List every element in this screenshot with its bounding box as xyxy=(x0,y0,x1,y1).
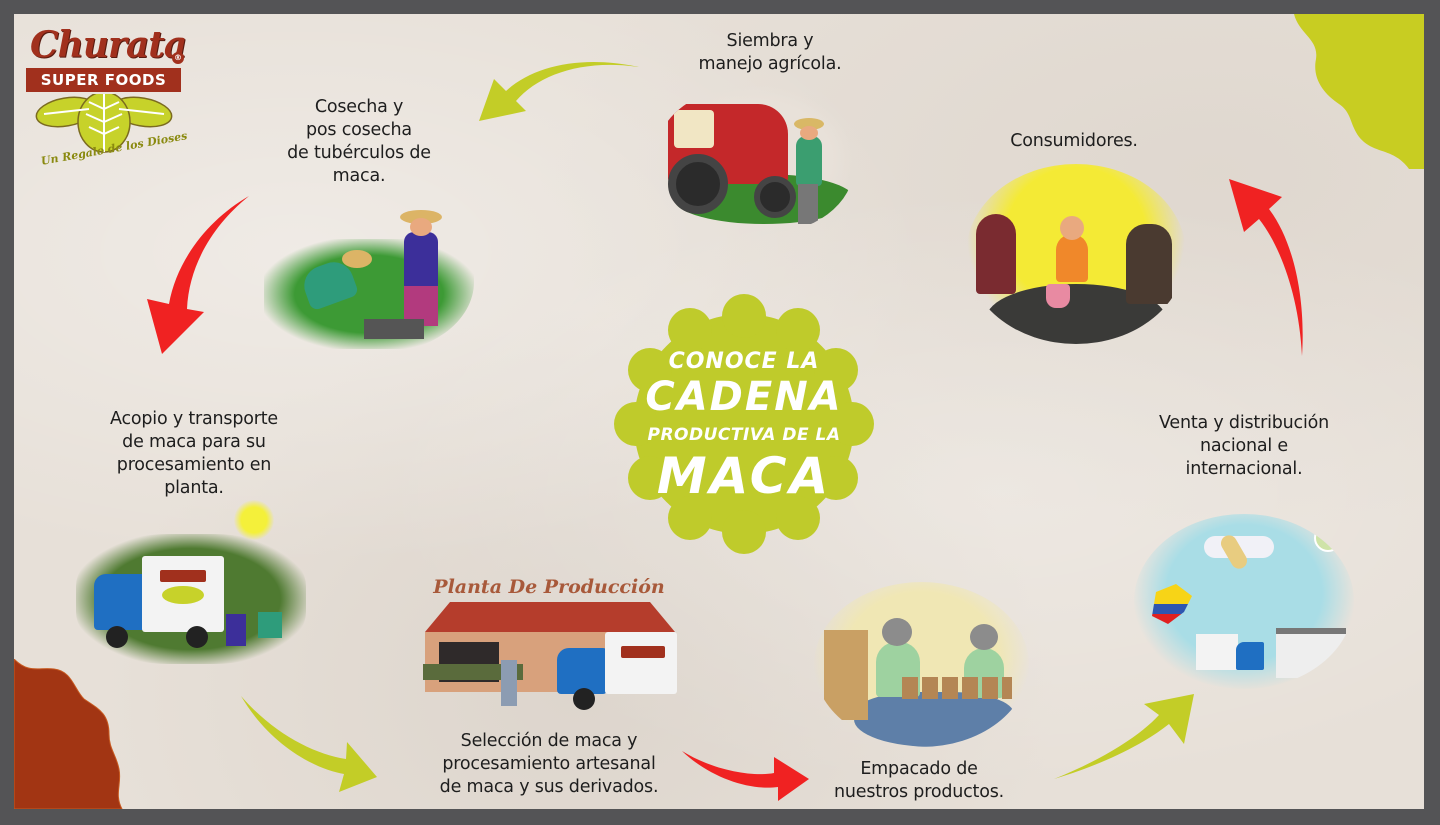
step-text-line: Empacado de xyxy=(860,759,978,779)
step-text-line: de tubérculos de xyxy=(287,143,431,163)
brand-logo: Churata ® SUPER FOODS Un Regalo de los D… xyxy=(26,24,196,174)
scene-production-plant xyxy=(409,602,689,712)
scene-truck-field xyxy=(76,534,306,664)
arrow-acopio-to-seleccion xyxy=(241,696,377,792)
title-line-3: PRODUCTIVA DE LA xyxy=(647,425,841,445)
center-title-badge: CONOCE LA CADENA PRODUCTIVA DE LA MACA xyxy=(614,294,874,554)
title-line-4: MACA xyxy=(656,447,832,505)
step-text-line: pos cosecha xyxy=(306,120,412,140)
title-line-2: CADENA xyxy=(645,374,843,420)
step-text-line: Siembra y xyxy=(726,31,814,51)
boxes-icon xyxy=(824,630,868,720)
arrow-empacado-to-venta xyxy=(1054,694,1194,779)
step-text-line: internacional. xyxy=(1185,459,1303,479)
truck-icon xyxy=(557,648,607,694)
step-text-line: procesamiento en xyxy=(116,455,272,475)
arrow-siembra-to-cosecha xyxy=(479,61,639,121)
step-text-line: procesamiento artesanal xyxy=(442,754,656,774)
truck-icon xyxy=(1196,634,1238,670)
step-label-seleccion: Selección de maca y procesamiento artesa… xyxy=(414,730,684,799)
leaves-icon xyxy=(35,94,173,153)
arrow-venta-to-consumidores xyxy=(1229,179,1303,356)
step-text-line: Cosecha y xyxy=(314,97,404,117)
scene-family-table xyxy=(966,164,1186,344)
step-text-line: nacional e xyxy=(1199,436,1288,456)
scene-tractor-farmer xyxy=(654,84,854,234)
step-text-line: Venta y distribución xyxy=(1158,413,1330,433)
scene-packing-workers xyxy=(814,582,1029,747)
step-label-siembra: Siembra y manejo agrícola. xyxy=(670,30,870,76)
step-label-venta: Venta y distribución nacional e internac… xyxy=(1134,412,1354,481)
step-label-empacado: Empacado de nuestros productos. xyxy=(809,758,1029,804)
person-woman-icon xyxy=(976,214,1016,294)
scene-harvest-field xyxy=(254,194,474,354)
lime-corner-decoration xyxy=(1294,14,1424,169)
globe-icon xyxy=(1314,524,1342,552)
sun-icon xyxy=(234,500,274,540)
step-text-line: de maca y sus derivados. xyxy=(439,777,659,797)
product-pouches xyxy=(902,677,1012,699)
scene-distribution-plane-truck xyxy=(1134,514,1354,689)
arrow-seleccion-to-empacado xyxy=(682,751,809,801)
brown-corner-decoration xyxy=(14,659,123,809)
farmer-icon xyxy=(796,136,822,186)
person-man-icon xyxy=(1126,224,1172,304)
step-label-acopio: Acopio y transporte de maca para su proc… xyxy=(84,408,304,500)
truck-icon xyxy=(94,574,146,630)
arrow-cosecha-to-acopio xyxy=(147,196,249,354)
step-label-cosecha: Cosecha y pos cosecha de tubérculos de m… xyxy=(264,96,454,188)
registered-mark: ® xyxy=(172,52,184,64)
brand-subtitle: SUPER FOODS xyxy=(26,68,181,92)
step-text-line: Consumidores. xyxy=(1010,131,1138,151)
step-label-consumidores: Consumidores. xyxy=(974,130,1174,153)
scalloped-badge-shape xyxy=(614,294,874,554)
step-text-line: planta. xyxy=(164,478,224,498)
person-child-icon xyxy=(1056,234,1088,282)
step-text-line: manejo agrícola. xyxy=(698,54,842,74)
step-text-line: Selección de maca y xyxy=(460,731,638,751)
ecuador-map-icon xyxy=(1152,584,1192,624)
step-text-line: maca. xyxy=(332,166,386,186)
planta-scene-title: Planta De Producción xyxy=(433,576,665,598)
infographic-canvas: Churata ® SUPER FOODS Un Regalo de los D… xyxy=(14,14,1424,809)
step-text-line: de maca para su xyxy=(122,432,266,452)
woman-farmer-icon xyxy=(404,232,438,287)
step-text-line: Acopio y transporte xyxy=(110,409,278,429)
store-icon xyxy=(1276,628,1346,678)
center-title: CONOCE LA CADENA PRODUCTIVA DE LA MACA xyxy=(614,294,874,554)
title-line-1: CONOCE LA xyxy=(668,349,820,374)
step-text-line: nuestros productos. xyxy=(833,782,1005,802)
brand-name: Churata xyxy=(30,24,187,66)
